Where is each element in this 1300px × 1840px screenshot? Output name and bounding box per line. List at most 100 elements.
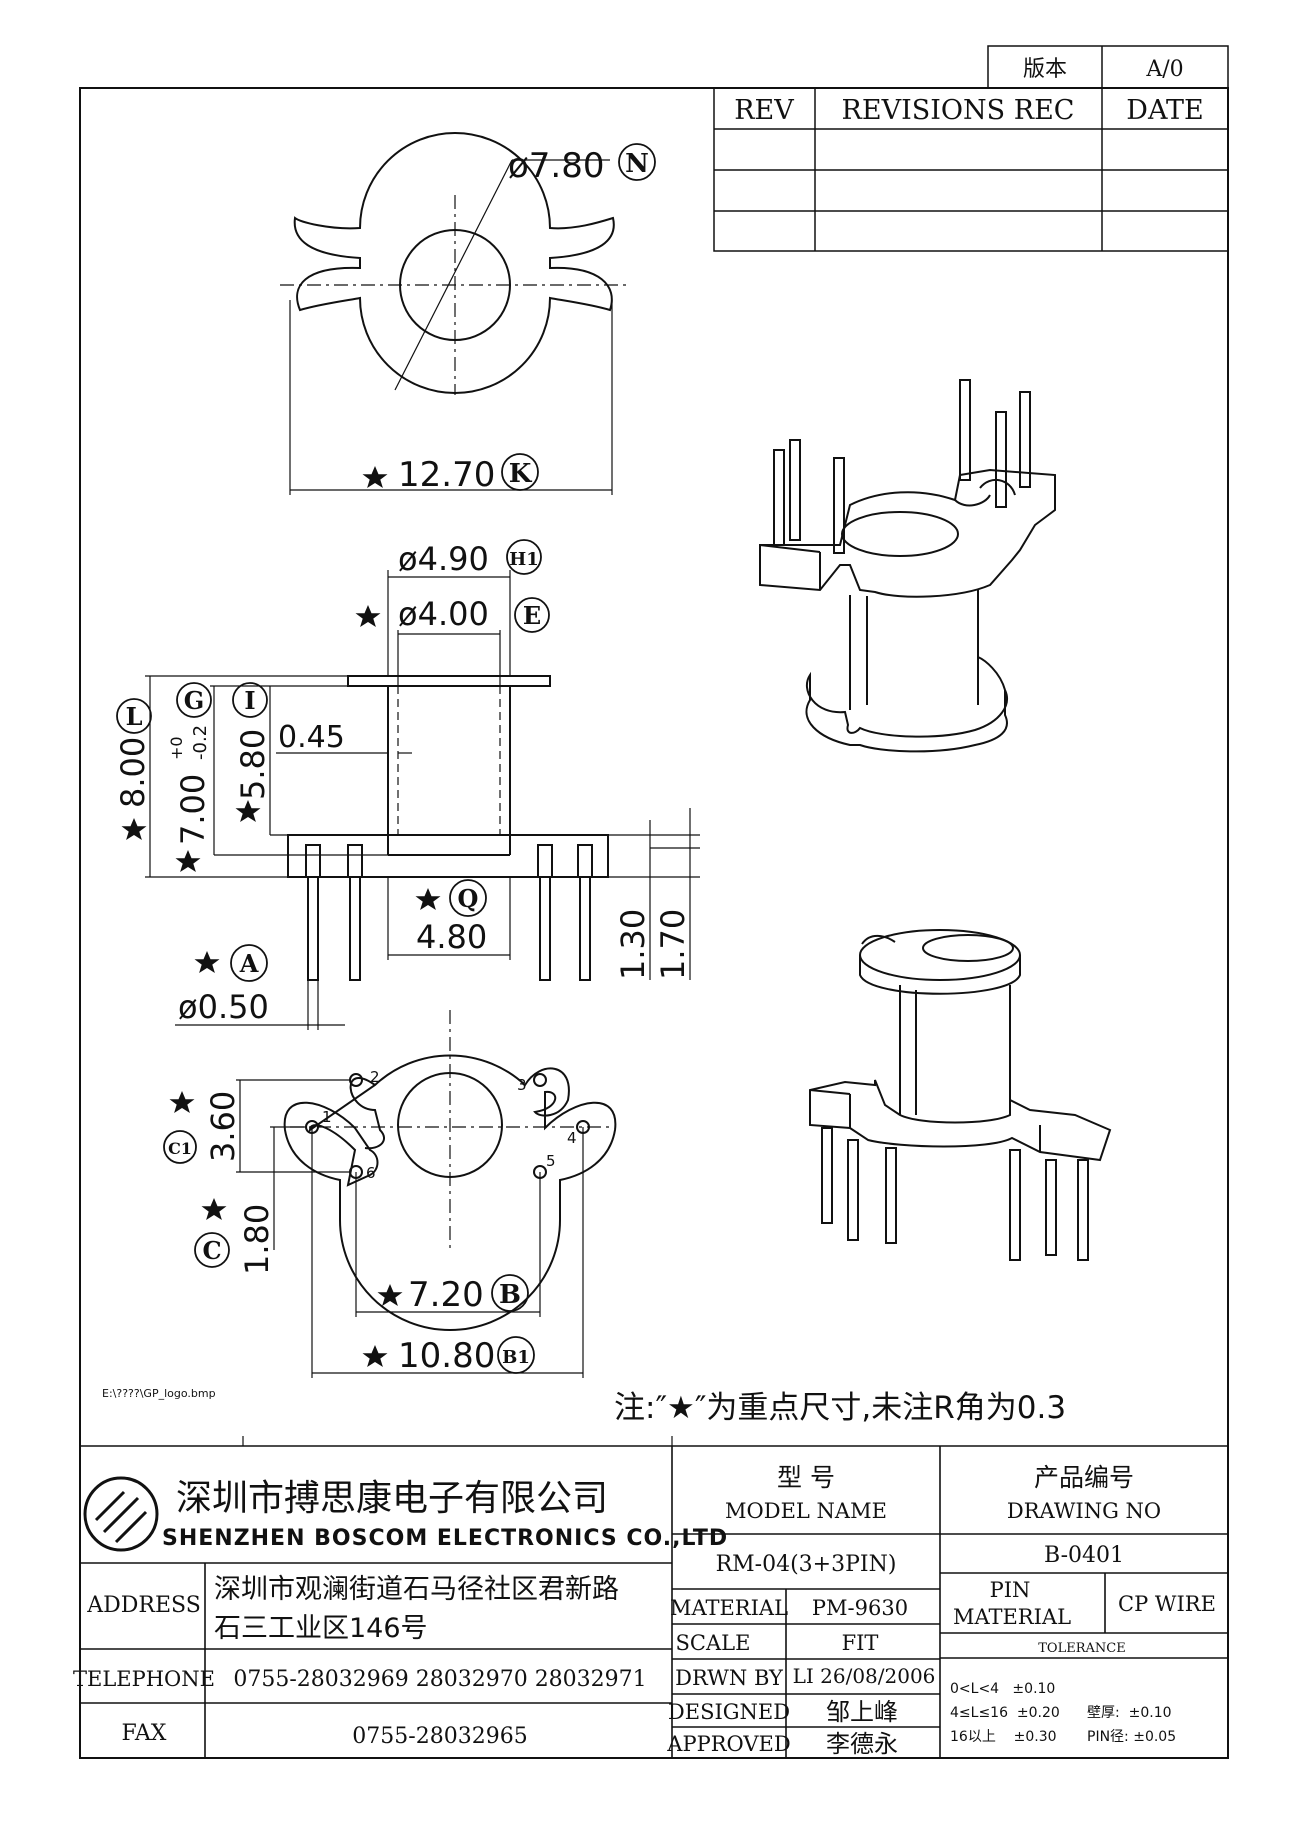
scale-value: FIT — [842, 1631, 879, 1655]
pin-numbers: 1 2 3 4 5 6 — [322, 1068, 577, 1182]
label-b1: B1 — [502, 1347, 530, 1368]
dim-n-value: ø7.80 — [508, 146, 605, 186]
star-icon — [355, 605, 381, 627]
version-box: 版本 A/0 — [987, 45, 1229, 89]
dim-h130-value: 1.30 — [614, 909, 652, 980]
star-icon — [377, 1284, 403, 1306]
telephone-label: TELEPHONE — [73, 1667, 215, 1691]
label-c1-circle — [163, 1130, 197, 1164]
dim-g-tol-top: +0 — [167, 736, 186, 760]
tol-row1: 0<L<4 ±0.10 — [950, 1681, 1055, 1697]
dim-q — [387, 877, 511, 960]
material-label: MATERIAL — [670, 1596, 788, 1620]
label-i-circle — [232, 682, 268, 718]
label-b1-circle — [497, 1336, 535, 1374]
pin-material-label-2: MATERIAL — [953, 1605, 1071, 1629]
drawing-label-en: DRAWING NO — [1007, 1499, 1161, 1523]
star-icon — [201, 1198, 227, 1220]
telephone-value: 0755-28032969 28032970 28032971 — [233, 1667, 646, 1692]
pin-number-5: 5 — [546, 1152, 556, 1170]
pin-material-value: CP WIRE — [1118, 1592, 1216, 1616]
label-c: C — [202, 1236, 221, 1265]
approved-value: 李德永 — [826, 1730, 898, 1758]
pin-number-6: 6 — [366, 1164, 376, 1182]
label-l-circle — [116, 698, 152, 734]
label-h1-circle — [506, 539, 542, 575]
top-view-centerlines — [280, 195, 630, 395]
tol-row2: 4≤L≤16 ±0.20 — [950, 1705, 1060, 1721]
model-label-en: MODEL NAME — [725, 1499, 887, 1523]
title-block-lines — [80, 1445, 1228, 1758]
star-icon — [175, 850, 201, 872]
label-a-circle — [230, 944, 268, 982]
address-line2: 石三工业区146号 — [214, 1613, 428, 1644]
note: 注:″★″为重点尺寸,未注R角为0.3 — [614, 1390, 1066, 1426]
dim-q-value: 4.80 — [416, 918, 487, 956]
dim-e-value: ø4.00 — [398, 595, 489, 633]
model-label-cn: 型 号 — [777, 1463, 835, 1492]
dim-i-value: 5.80 — [234, 729, 272, 800]
label-i: I — [244, 686, 255, 715]
side-view — [287, 675, 609, 981]
dim-c — [236, 1079, 350, 1250]
dim-c1-value: 3.60 — [204, 1091, 242, 1162]
dim-a — [175, 980, 345, 1030]
version-label: 版本 — [1023, 57, 1067, 82]
dim-a-value: ø0.50 — [178, 988, 269, 1026]
label-b: B — [499, 1280, 521, 1310]
tolerance-label: TOLERANCE — [1038, 1641, 1125, 1656]
star-icon — [362, 1345, 388, 1367]
pin-material-label-1: PIN — [990, 1578, 1031, 1602]
label-n-circle — [618, 143, 656, 181]
dim-wall-value: 0.45 — [278, 720, 345, 755]
drawn-label: DRWN BY — [675, 1666, 784, 1690]
label-e-circle — [514, 597, 550, 633]
approved-label: APPROVED — [666, 1732, 790, 1756]
model-value: RM-04(3+3PIN) — [716, 1552, 897, 1577]
label-g: G — [184, 686, 205, 715]
pin-hole — [533, 1073, 547, 1087]
revisions-rec-header: REVISIONS REC — [842, 95, 1075, 126]
label-q-circle — [449, 879, 487, 917]
pin-number-1: 1 — [322, 1108, 332, 1126]
star-icon — [121, 818, 147, 840]
fax-value: 0755-28032965 — [352, 1724, 527, 1749]
dim-l-g-i — [145, 675, 388, 878]
fax-label: FAX — [122, 1721, 167, 1746]
rev-header: REV — [734, 95, 794, 126]
tol-pin: PIN径: ±0.05 — [1087, 1729, 1176, 1745]
dim-e — [397, 630, 501, 686]
label-a: A — [239, 949, 259, 978]
iso-view-top — [759, 379, 1056, 753]
version-value: A/0 — [1145, 57, 1183, 82]
label-l: L — [126, 702, 143, 731]
label-n: N — [625, 149, 649, 179]
tol-wall: 壁厚: ±0.10 — [1087, 1705, 1172, 1721]
star-icon — [235, 800, 261, 822]
label-c-circle — [194, 1232, 230, 1268]
label-h1: H1 — [509, 549, 539, 570]
dim-l-value: 8.00 — [114, 737, 152, 808]
dim-b-value: 7.20 — [408, 1275, 484, 1315]
label-b-circle — [491, 1274, 529, 1312]
dim-heights — [608, 808, 700, 980]
drawing-label-cn: 产品编号 — [1034, 1463, 1134, 1492]
scale-label: SCALE — [676, 1631, 751, 1655]
label-k-circle — [501, 453, 539, 491]
iso-view-bottom — [809, 929, 1112, 1261]
dim-n — [394, 159, 610, 391]
sheet-frame — [79, 87, 1229, 1759]
dim-g-value: 7.00 — [174, 774, 212, 845]
dim-k-value: 12.70 — [398, 455, 495, 495]
star-icon — [362, 466, 388, 488]
title-block-ticks — [79, 1436, 673, 1446]
company-name-cn: 深圳市搏思康电子有限公司 — [176, 1478, 608, 1519]
pin-number-4: 4 — [567, 1129, 577, 1147]
dim-h1 — [387, 570, 511, 676]
dim-k — [289, 300, 613, 495]
company-logo — [83, 1476, 159, 1552]
label-k: K — [509, 459, 533, 489]
star-icon — [169, 1091, 195, 1113]
label-g-circle — [176, 682, 212, 718]
